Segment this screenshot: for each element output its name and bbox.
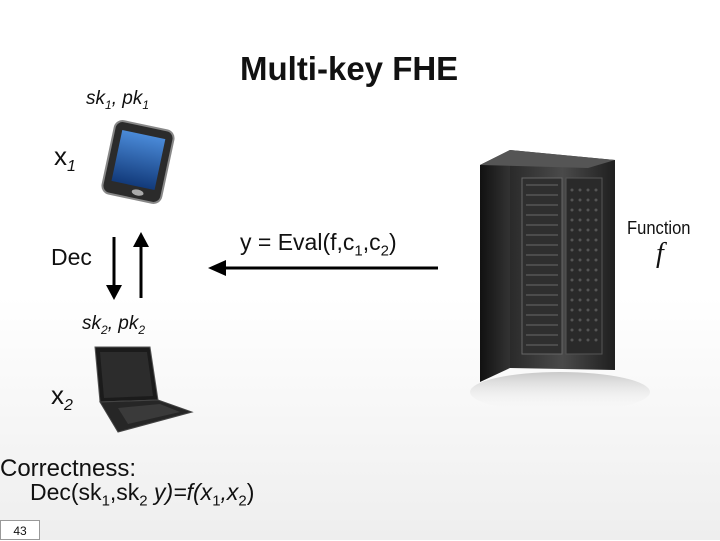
party1-sk: sk: [86, 88, 105, 109]
slide-number: 43: [0, 520, 40, 540]
party2-input: x2: [51, 380, 73, 415]
party2-pk: pk: [118, 313, 139, 334]
party1-input: x1: [54, 141, 76, 176]
corr-g: ): [246, 479, 255, 505]
function-symbol: f: [656, 238, 664, 269]
party2-sk: sk: [82, 313, 101, 334]
corr-b-sub: 2: [139, 492, 148, 510]
server-tower-icon: [470, 150, 650, 412]
corr-e: ,x: [220, 479, 239, 505]
correctness-heading: Correctness:: [0, 455, 137, 482]
party2-sep: ,: [107, 313, 119, 334]
smartphone-icon: [101, 120, 175, 204]
corr-f: f: [186, 479, 194, 505]
dec-arrows: [106, 232, 149, 300]
corr-b: ,sk: [109, 479, 140, 505]
party2-x-sub: 2: [64, 397, 73, 415]
correctness-formula: Dec(sk1,sk2 y)=f(x1,x2): [30, 479, 254, 510]
party2-sk-sub: 2: [101, 322, 108, 337]
corr-a-sub: 1: [101, 492, 110, 510]
eval-sub-1: 1: [354, 242, 363, 260]
party2-x: x: [51, 380, 64, 410]
party1-sep: ,: [111, 88, 123, 109]
corr-d: (x: [193, 479, 213, 505]
party1-keys: sk1, pk1: [86, 88, 149, 112]
eval-mid: ,c: [362, 229, 381, 255]
party1-pk: pk: [122, 88, 143, 109]
party1-pk-sub: 1: [142, 97, 150, 112]
eval-suffix: ): [388, 229, 397, 255]
laptop-icon: [94, 346, 194, 433]
function-label: Function: [627, 218, 691, 238]
slide-title: Multi-key FHE: [240, 50, 459, 87]
corr-a: Dec(sk: [30, 479, 102, 505]
party2-pk-sub: 2: [138, 322, 146, 337]
dec-label: Dec: [51, 244, 92, 270]
party1-x-sub: 1: [67, 158, 76, 176]
eval-expression: y = Eval(f,c1,c2): [240, 229, 397, 260]
eval-sub-2: 2: [380, 242, 389, 260]
corr-c: y)=: [147, 479, 187, 505]
party1-x: x: [54, 141, 67, 171]
eval-prefix: y = Eval(f,c: [240, 229, 355, 255]
corr-e-sub: 2: [238, 492, 247, 510]
eval-arrow: [208, 260, 438, 276]
party1-sk-sub: 1: [105, 97, 112, 112]
party2-keys: sk2, pk2: [82, 313, 145, 337]
corr-d-sub: 1: [212, 492, 221, 510]
